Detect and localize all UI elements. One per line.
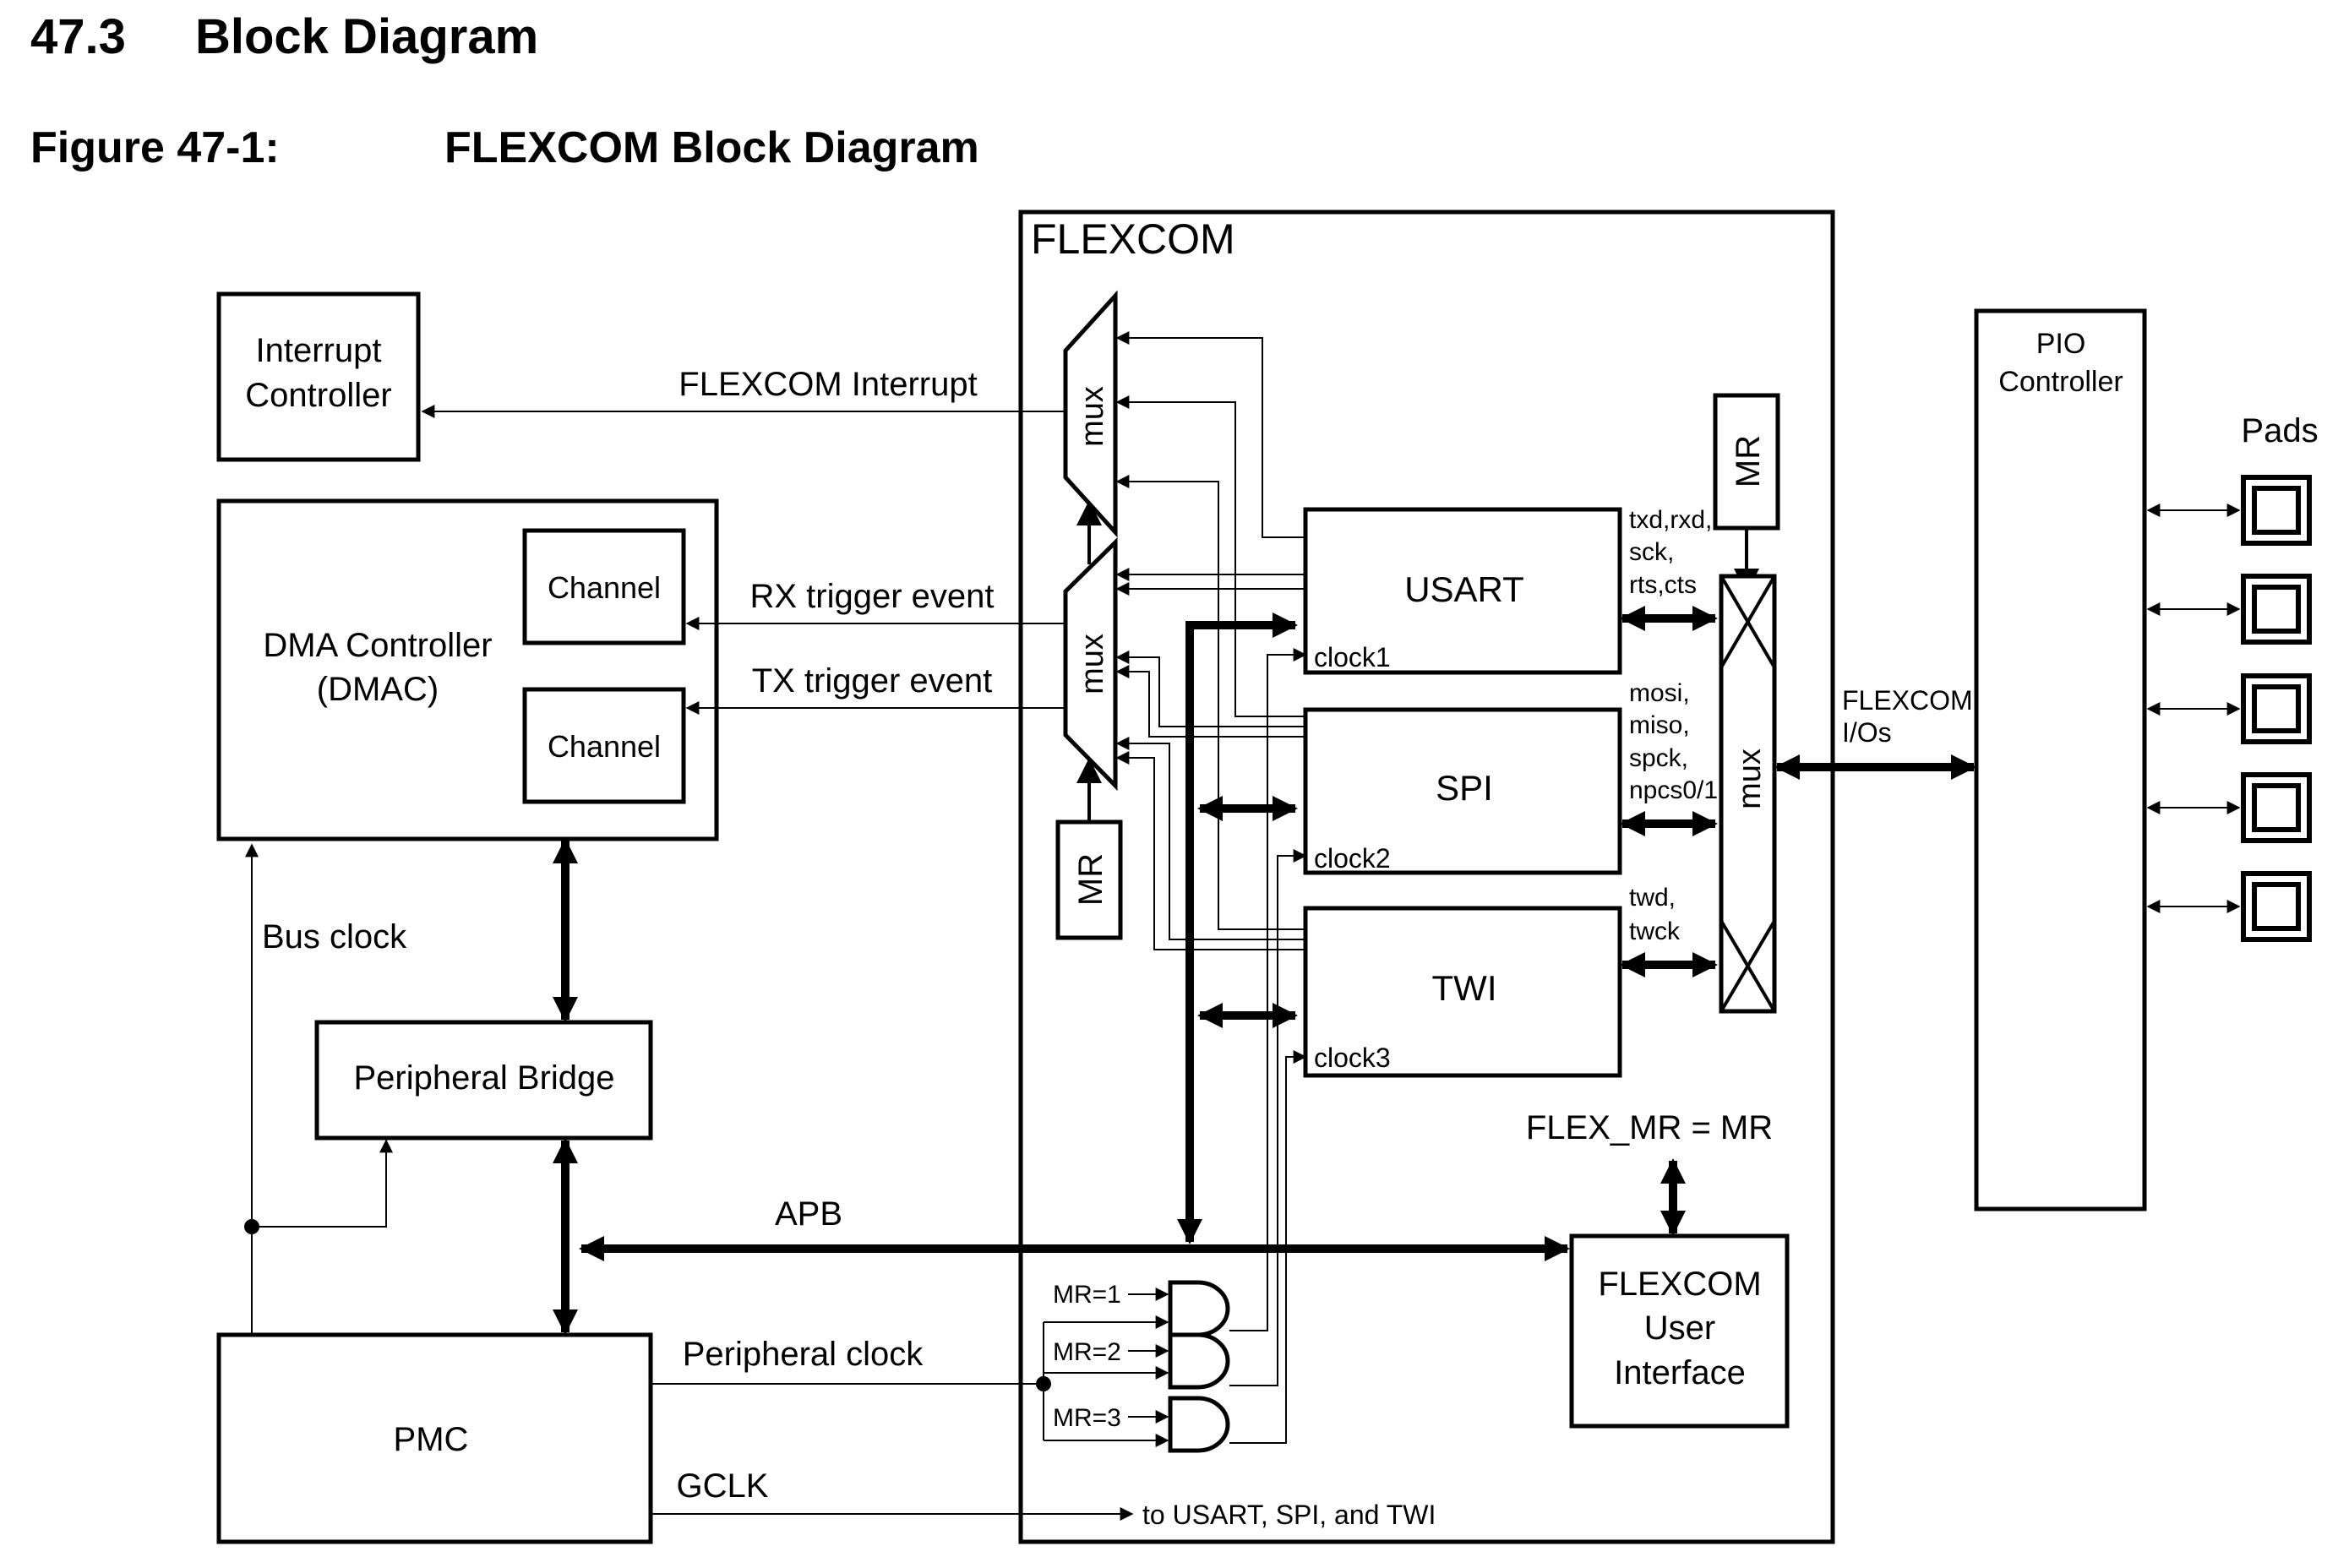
peripheral-clock-label: Peripheral clock — [683, 1336, 924, 1373]
mr2-label: MR=2 — [1053, 1338, 1121, 1366]
pio-controller-label-1: PIO — [2036, 328, 2086, 360]
mux-right — [1719, 574, 1777, 1014]
flexcom-label: FLEXCOM — [1031, 215, 1235, 263]
twi-pins-2: twck — [1629, 917, 1681, 945]
flexcom-ios-label-1: FLEXCOM — [1842, 685, 1973, 716]
pad-4 — [2146, 772, 2312, 843]
pad-2 — [2146, 574, 2312, 645]
clock3-label: clock3 — [1314, 1043, 1391, 1073]
spi-pins-4: npcs0/1 — [1629, 776, 1718, 804]
mux-mid — [1063, 537, 1118, 792]
flexcom-user-interface-label-1: FLEXCOM — [1598, 1266, 1761, 1303]
flexcom-interrupt-label: FLEXCOM Interrupt — [679, 366, 977, 403]
spi-block — [1303, 707, 1622, 875]
flexcom-user-interface-block — [1569, 1233, 1790, 1429]
spi-pins-3: spck, — [1629, 744, 1688, 772]
pio-controller-block — [1974, 308, 2147, 1211]
spi-pins-2: miso, — [1629, 711, 1690, 739]
usart-pins-3: rts,cts — [1629, 571, 1697, 599]
twi-pins-1: twd, — [1629, 884, 1676, 912]
and-gate-2 — [1168, 1332, 1230, 1390]
pad-5 — [2146, 871, 2312, 942]
interrupt-controller-label-2: Controller — [245, 377, 391, 414]
flex-mr-label: FLEX_MR = MR — [1526, 1109, 1773, 1146]
dma-controller-label-1: DMA Controller — [263, 627, 492, 664]
flexcom-user-interface-label-3: Interface — [1614, 1354, 1746, 1391]
twi-label: TWI — [1432, 968, 1497, 1008]
pmc-label: PMC — [394, 1421, 469, 1458]
bus-clock-label: Bus clock — [262, 918, 407, 956]
dma-channel-tx-label: Channel — [548, 729, 661, 764]
dma-channel-tx — [522, 687, 686, 804]
bus-clock-wire — [244, 843, 393, 1335]
mux-mid-label: mux — [1075, 634, 1110, 694]
figure-caption: Figure 47-1: FLEXCOM Block Diagram — [30, 122, 979, 173]
gclk-label: GCLK — [677, 1467, 769, 1505]
pio-controller-label-2: Controller — [1998, 366, 2123, 398]
spi-pins-1: mosi, — [1629, 679, 1690, 707]
section-title: Block Diagram — [195, 9, 539, 64]
pads-label: Pads — [2241, 412, 2318, 449]
tx-trigger-label: TX trigger event — [752, 662, 993, 700]
interrupt-controller-label-1: Interrupt — [256, 332, 382, 369]
dma-channel-rx-label: Channel — [548, 570, 661, 605]
dma-controller-label-2: (DMAC) — [317, 671, 439, 708]
peripheral-bridge-block — [314, 1020, 653, 1141]
and-gate-3 — [1168, 1396, 1230, 1453]
internal-apb-bus — [1177, 612, 1298, 1244]
figure-number: Figure 47-1: — [30, 123, 280, 172]
gclk-destination-label: to USART, SPI, and TWI — [1142, 1500, 1436, 1530]
figure-title: FLEXCOM Block Diagram — [444, 123, 979, 172]
section-number: 47.3 — [30, 9, 126, 64]
mr3-label: MR=3 — [1053, 1404, 1121, 1432]
pmc-block — [216, 1332, 653, 1544]
spi-label: SPI — [1436, 768, 1493, 808]
usart-block — [1303, 507, 1622, 675]
mr-box-bottom — [1055, 819, 1123, 940]
usart-pins-2: sck, — [1629, 538, 1674, 566]
peripheral-bridge-label: Peripheral Bridge — [353, 1059, 614, 1097]
clock2-label: clock2 — [1314, 843, 1391, 874]
twi-block — [1303, 906, 1622, 1078]
peripheral-clock-wire — [651, 1315, 1169, 1447]
usart-label: USART — [1404, 569, 1524, 609]
mr-bottom-label: MR — [1072, 853, 1109, 906]
pad-1 — [2146, 475, 2312, 546]
section-heading: 47.3 Block Diagram — [30, 8, 538, 65]
flexcom-user-interface-label-2: User — [1644, 1309, 1715, 1347]
and-gate-1 — [1168, 1280, 1230, 1337]
apb-label: APB — [775, 1195, 842, 1233]
mr-top-label: MR — [1730, 435, 1767, 487]
mux-top — [1063, 290, 1118, 538]
flexcom-ios-label-2: I/Os — [1842, 717, 1892, 748]
mux-top-label: mux — [1075, 386, 1110, 447]
pad-3 — [2146, 673, 2312, 744]
interrupt-controller-block — [216, 291, 421, 462]
usart-pins-1: txd,rxd, — [1629, 506, 1712, 534]
mux-right-label: mux — [1732, 749, 1768, 809]
rx-trigger-label: RX trigger event — [749, 578, 994, 615]
mr1-label: MR=1 — [1053, 1281, 1121, 1309]
clock1-label: clock1 — [1314, 642, 1391, 672]
dma-channel-rx — [522, 528, 686, 645]
